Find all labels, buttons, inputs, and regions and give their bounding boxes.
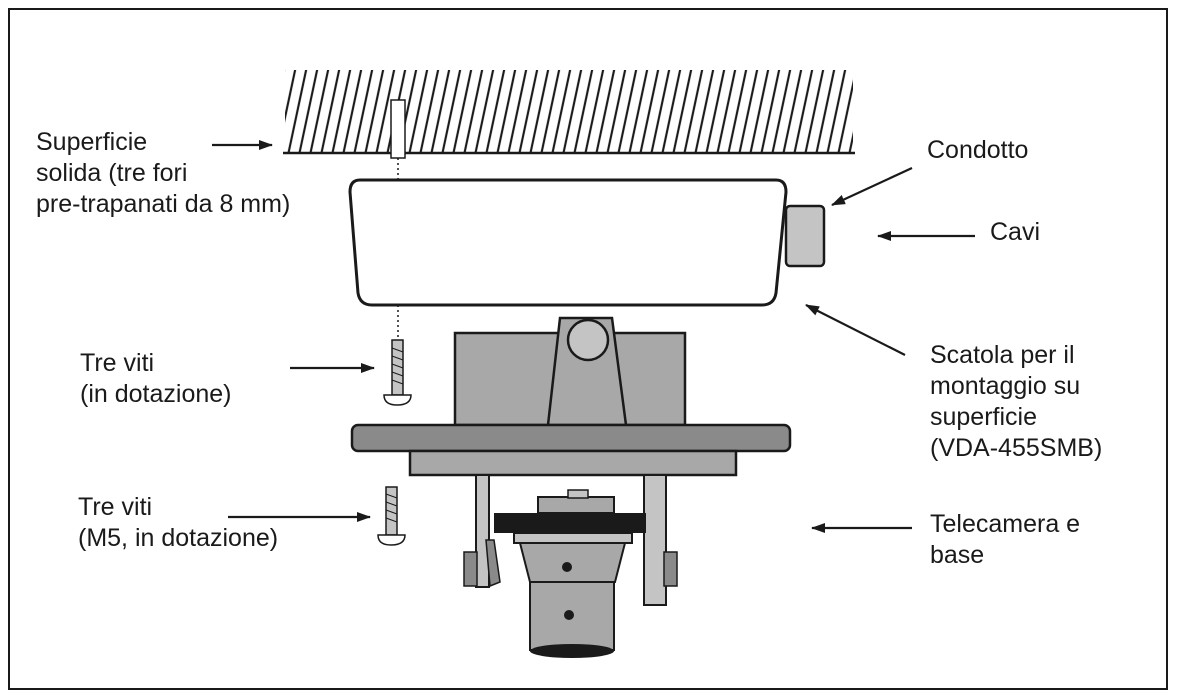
camera-label: Telecamera e base — [930, 509, 1080, 571]
leader-arrows — [212, 140, 975, 533]
cables-label: Cavi — [990, 217, 1040, 248]
camera-and-base — [463, 474, 678, 658]
box-label-line4: (VDA-455SMB) — [930, 434, 1103, 462]
box-label-line3: superficie — [930, 403, 1037, 431]
surface-label-line1: Superficie — [36, 128, 148, 156]
conduit-fitting — [784, 204, 826, 268]
surface-mount-box — [348, 178, 788, 307]
screw-2 — [377, 486, 406, 546]
surface-label-line2: solida (tre fori — [36, 159, 188, 187]
cables-label-text: Cavi — [990, 218, 1041, 246]
screws1-label: Tre viti (in dotazione) — [80, 348, 231, 410]
camera-label-line1: Telecamera e — [930, 510, 1081, 538]
box-label: Scatola per il montaggio su superficie (… — [930, 340, 1102, 464]
screws2-label-line2: (M5, in dotazione) — [78, 524, 279, 552]
box-arrow — [805, 304, 906, 356]
screws2-label-line1: Tre viti — [78, 493, 153, 521]
camera-label-line2: base — [930, 541, 985, 569]
surface-label: Superficie solida (tre fori pre-trapanat… — [36, 127, 290, 220]
box-label-line1: Scatola per il — [930, 341, 1075, 369]
drill-hole — [390, 99, 406, 180]
screws2-label: Tre viti (M5, in dotazione) — [78, 492, 278, 554]
conduit-arrow — [831, 167, 913, 206]
screw-1 — [383, 339, 412, 406]
screws1-label-line1: Tre viti — [80, 349, 155, 377]
diagram-frame — [8, 8, 1168, 690]
conduit-label: Condotto — [927, 135, 1028, 166]
box-label-line2: montaggio su — [930, 372, 1081, 400]
camera-mount-assembly — [350, 316, 792, 477]
surface-label-line3: pre-trapanati da 8 mm) — [36, 190, 291, 218]
solid-surface — [283, 70, 855, 155]
screws1-label-line2: (in dotazione) — [80, 380, 232, 408]
conduit-label-text: Condotto — [927, 136, 1029, 164]
